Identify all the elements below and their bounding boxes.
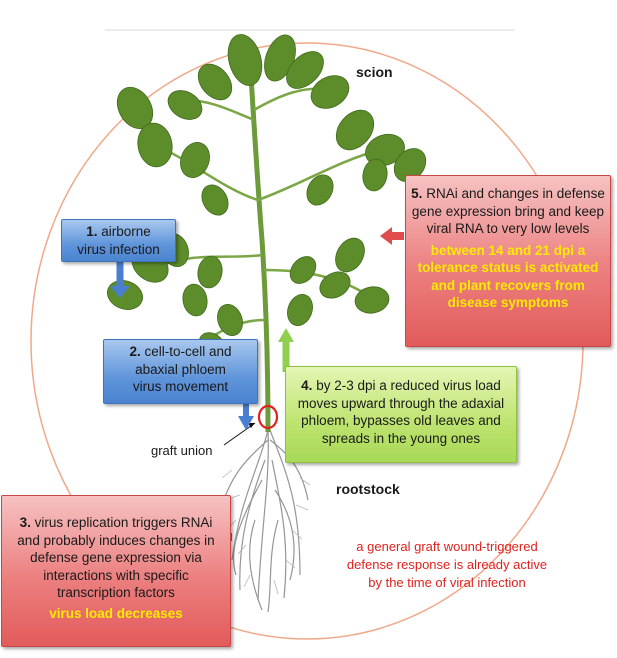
step-1-line-2: virus infection xyxy=(77,241,160,257)
step-3-line-5: transcription factors xyxy=(57,585,175,600)
step-5-highlight-line-2: tolerance status is activated xyxy=(417,260,599,275)
step-3-line-1: virus replication triggers RNAi xyxy=(34,515,213,530)
rootstock-label: rootstock xyxy=(336,481,400,497)
step-4-number: 4. xyxy=(301,378,313,393)
step-5-line-2: gene expression bring and keep xyxy=(411,203,605,219)
step-3-line-2: and probably induces changes in xyxy=(17,532,215,548)
main-stem xyxy=(247,59,271,433)
step-1-box: 1. airborne virus infection xyxy=(61,219,176,262)
scion-label: scion xyxy=(356,64,393,80)
step-2-line-3: virus movement xyxy=(132,379,229,394)
step-1-line-1: airborne xyxy=(101,224,151,239)
step-2-line-1: cell-to-cell and xyxy=(144,344,232,359)
step-2-box: 2. cell-to-cell and abaxial phloem virus… xyxy=(103,339,258,404)
graft-union-marker xyxy=(257,404,279,430)
step-5-line-3: viral RNA to very low levels xyxy=(426,221,590,236)
step-4-line-1: by 2-3 dpi a reduced virus load xyxy=(316,378,501,393)
root-hairs xyxy=(221,469,311,595)
step-4-line-2: moves upward through the adaxial xyxy=(297,395,505,411)
step-3-line-3: defense gene expression via xyxy=(30,550,202,565)
step-4-line-3: phloem, bypasses old leaves and xyxy=(301,413,501,428)
step-5-highlight-line-3: and plant recovers from xyxy=(431,277,585,293)
graft-union-label: graft union xyxy=(151,443,213,458)
graft-union-pointer xyxy=(223,422,256,446)
step-5-box: 5. RNAi and changes in defense gene expr… xyxy=(405,175,611,347)
step-5-line-1: RNAi and changes in defense xyxy=(426,186,605,201)
step-3-highlight: virus load decreases xyxy=(49,605,183,621)
step-5-highlight-line-4: disease symptoms xyxy=(447,295,569,310)
step-5-highlight-line-1: between 14 and 21 dpi a xyxy=(430,242,586,258)
step-1-number: 1. xyxy=(86,224,98,239)
roots xyxy=(221,429,309,613)
step-5-number: 5. xyxy=(411,186,423,201)
step-4-line-4: spreads in the young ones xyxy=(321,430,481,446)
note-line-1: a general graft wound-triggered xyxy=(356,539,538,554)
step-3-number: 3. xyxy=(19,515,31,530)
graft-wound-note: a general graft wound-triggered defense … xyxy=(322,538,572,592)
step-3-box: 3. virus replication triggers RNAi and p… xyxy=(1,495,231,647)
step-2-line-2: abaxial phloem xyxy=(135,361,226,377)
note-line-3: by the time of viral infection xyxy=(368,575,526,590)
step-3-line-4: interactions with specific xyxy=(43,567,189,583)
step-2-number: 2. xyxy=(129,344,141,359)
step-4-box: 4. by 2-3 dpi a reduced virus load moves… xyxy=(285,366,517,463)
note-line-2: defense response is already active xyxy=(346,557,548,572)
